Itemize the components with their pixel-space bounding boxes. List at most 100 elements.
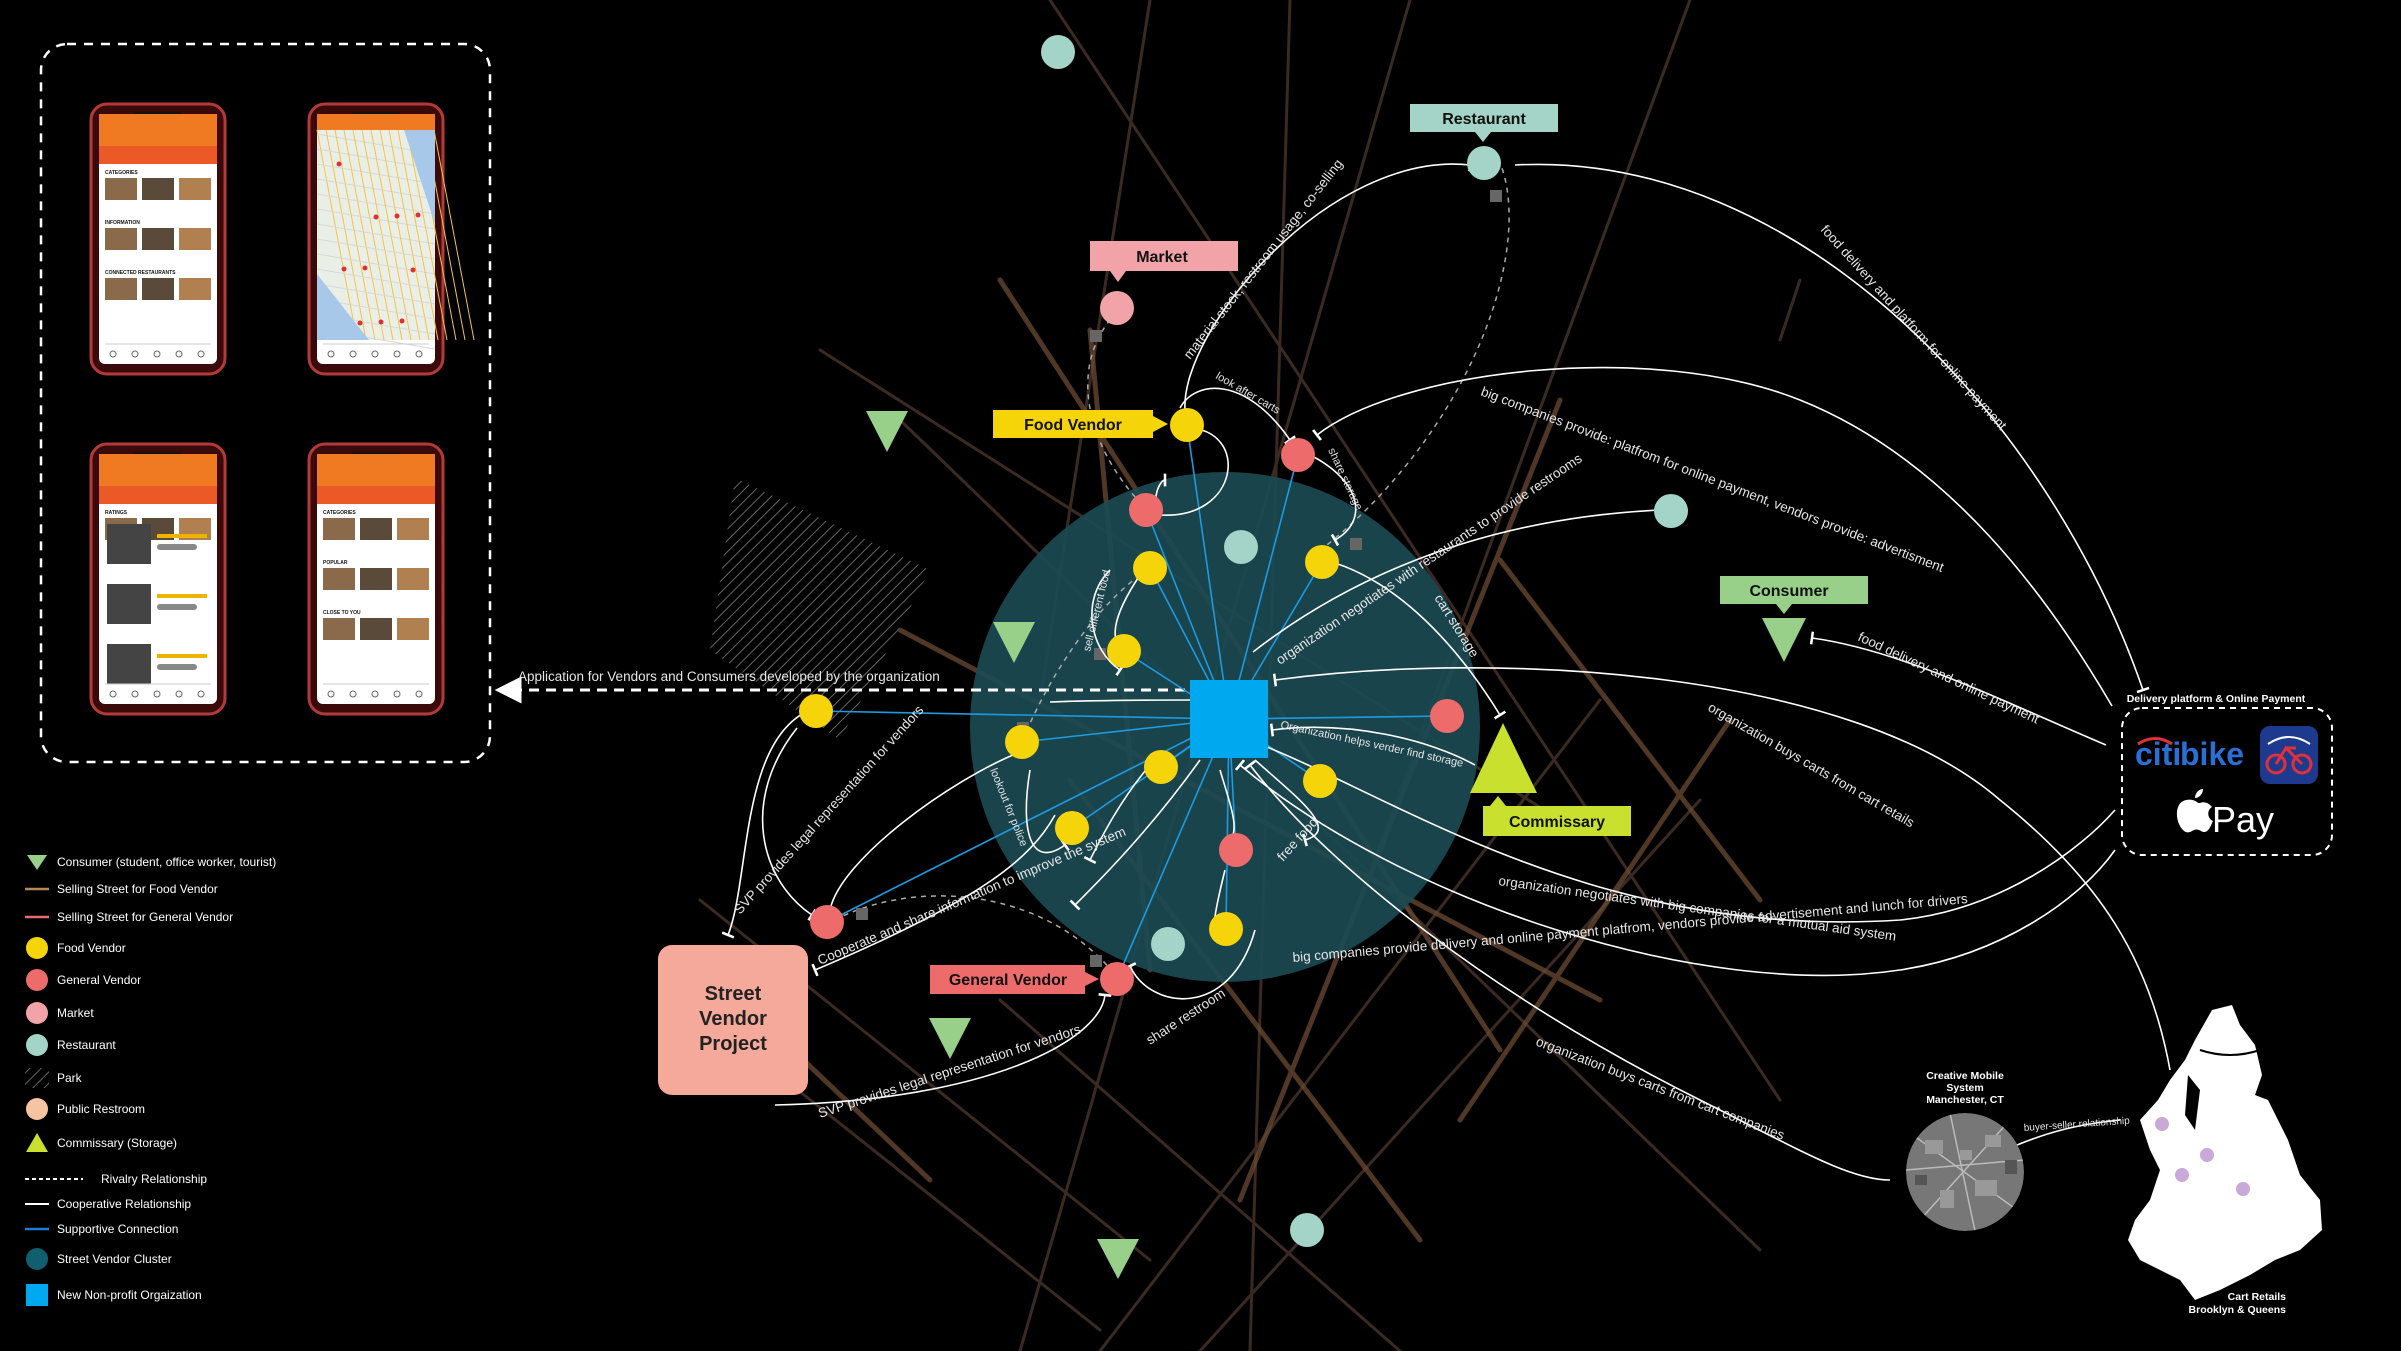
svg-text:share restroom: share restroom	[1143, 985, 1227, 1047]
restaurant-tag: Restaurant	[1410, 104, 1558, 142]
svg-text:Food Vendor: Food Vendor	[1024, 417, 1122, 434]
organization-square	[1190, 680, 1268, 758]
svg-text:Creative Mobile: Creative Mobile	[1926, 1070, 2004, 1082]
svg-text:POPULAR: POPULAR	[323, 560, 348, 566]
legend: Consumer (student, office worker, touris…	[25, 855, 276, 1306]
phone-mockups: CATEGORIES INFORMATION CONNECTED RESTAURAN…	[89, 102, 475, 716]
svg-text:Commissary (Storage): Commissary (Storage)	[57, 1136, 177, 1150]
svg-text:Market: Market	[1136, 249, 1188, 266]
legend-item: Selling Street for General Vendor	[25, 910, 233, 924]
svg-text:CLOSE TO YOU: CLOSE TO YOU	[323, 610, 361, 616]
phone-nav-icon	[175, 690, 183, 698]
svg-text:food delivery and online payme: food delivery and online payment	[1856, 629, 2042, 726]
svg-text:General Vendor: General Vendor	[949, 972, 1067, 989]
general-vendor-node	[1430, 699, 1464, 733]
phone-nav-icon	[349, 690, 357, 698]
svg-text:System: System	[1946, 1082, 1983, 1094]
legend-item: Market	[26, 1002, 94, 1024]
rivalry-markers	[856, 190, 1502, 967]
svp-box: Street Vendor Project	[658, 945, 808, 1095]
cooperative-relationships	[721, 158, 2171, 1181]
svg-text:Restaurant: Restaurant	[1442, 111, 1526, 128]
general-vendor-node	[1129, 493, 1163, 527]
svg-text:Consumer: Consumer	[1749, 583, 1828, 600]
restaurant-node	[1041, 35, 1075, 69]
svg-text:Supportive Connection: Supportive Connection	[57, 1222, 178, 1236]
supportive-connection-line	[1228, 454, 1299, 720]
consumer-icon	[1097, 1239, 1139, 1279]
restaurant-node	[1151, 927, 1185, 961]
general-vendor-node	[810, 905, 844, 939]
phone-nav-icon	[415, 350, 423, 358]
general-vendor-node	[1281, 438, 1315, 472]
svg-text:Consumer (student, office work: Consumer (student, office worker, touris…	[57, 855, 276, 869]
svg-text:SVP provides legal representat: SVP provides legal representation for ve…	[731, 702, 926, 917]
phone-nav-icon	[131, 350, 139, 358]
legend-item: Restaurant	[26, 1034, 116, 1056]
phone-nav-icon	[415, 690, 423, 698]
phone-nav-icon	[175, 350, 183, 358]
svg-text:Park: Park	[57, 1071, 83, 1085]
svg-text:Pay: Pay	[2212, 799, 2274, 840]
svg-text:General Vendor: General Vendor	[57, 973, 141, 987]
food-vendor-node	[1303, 764, 1337, 798]
svg-text:look after carts: look after carts	[1214, 370, 1283, 417]
general-vendor-tag: General Vendor	[930, 965, 1099, 994]
svg-text:CONNECTED RESTAURANTS: CONNECTED RESTAURANTS	[105, 270, 176, 276]
phone-nav-icon	[327, 690, 335, 698]
svg-text:INFORMATION: INFORMATION	[105, 220, 140, 226]
svg-text:organization buys carts from c: organization buys carts from cart compan…	[1534, 1034, 1787, 1143]
food-vendor-node	[1005, 725, 1039, 759]
delivery-platform-box: Delivery platform & Online Payment citi …	[2121, 693, 2333, 856]
phone-nav-icon	[393, 350, 401, 358]
market-tag: Market	[1090, 241, 1238, 282]
creative-mobile-system: Creative Mobile System Manchester, CT	[1906, 1070, 2024, 1231]
bike-app-icon	[2260, 726, 2318, 784]
svg-text:Street: Street	[705, 983, 762, 1005]
svg-text:Brooklyn & Queens: Brooklyn & Queens	[2189, 1304, 2287, 1316]
svg-text:Rivalry Relationship: Rivalry Relationship	[101, 1172, 207, 1186]
food-vendor-tag: Food Vendor	[993, 410, 1168, 438]
vendor-nodes	[799, 35, 1688, 1247]
svg-text:buyer-seller relationship: buyer-seller relationship	[2023, 1116, 2130, 1134]
svg-text:bike: bike	[2180, 736, 2244, 772]
phone-nav-icon	[153, 690, 161, 698]
commissary-icon	[1470, 723, 1537, 793]
svg-text:Food Vendor: Food Vendor	[57, 941, 126, 955]
svg-text:Manchester, CT: Manchester, CT	[1926, 1094, 2004, 1106]
phone-map	[307, 102, 475, 376]
legend-item: Cooperative Relationship	[25, 1197, 191, 1211]
commissary-tag: Commissary	[1483, 796, 1631, 836]
general-vendor-node	[1100, 962, 1134, 996]
phone-home: CATEGORIES INFORMATION CONNECTED RESTAURAN…	[89, 102, 227, 376]
food-vendor-node	[1055, 811, 1089, 845]
svg-text:food delivery and platform for: food delivery and platform for online pa…	[1818, 222, 2010, 433]
rivalry-relationships	[825, 149, 1510, 978]
svg-text:CATEGORIES: CATEGORIES	[323, 510, 356, 516]
phone-nav-icon	[371, 690, 379, 698]
svg-text:Restaurant: Restaurant	[57, 1038, 116, 1052]
legend-item: Food Vendor	[26, 937, 126, 959]
legend-item: Commissary (Storage)	[26, 1133, 177, 1152]
phone-nav-icon	[349, 350, 357, 358]
svg-text:Street Vendor Cluster: Street Vendor Cluster	[57, 1252, 172, 1266]
phone-home-2: CATEGORIES POPULAR CLOSE TO YOU	[307, 442, 445, 716]
svg-text:Cooperative Relationship: Cooperative Relationship	[57, 1197, 191, 1211]
food-vendor-node	[1209, 912, 1243, 946]
supportive-connection-line	[815, 710, 1230, 720]
svg-text:New Non-profit Orgaization: New Non-profit Orgaization	[57, 1288, 202, 1302]
consumer-markers	[866, 411, 1806, 1279]
phone-nav-icon	[371, 350, 379, 358]
legend-item: Rivalry Relationship	[25, 1172, 207, 1186]
svg-text:CATEGORIES: CATEGORIES	[105, 170, 138, 176]
svg-text:Project: Project	[699, 1033, 767, 1055]
food-vendor-node	[1305, 545, 1339, 579]
svg-text:Commissary: Commissary	[1509, 814, 1605, 831]
legend-item: General Vendor	[26, 969, 141, 991]
phone-nav-icon	[197, 690, 205, 698]
svg-text:Market: Market	[57, 1006, 94, 1020]
citibike-logo: citi bike	[2135, 736, 2244, 772]
phone-nav-icon	[109, 690, 117, 698]
phone-nav-icon	[393, 690, 401, 698]
phone-nav-icon	[131, 690, 139, 698]
